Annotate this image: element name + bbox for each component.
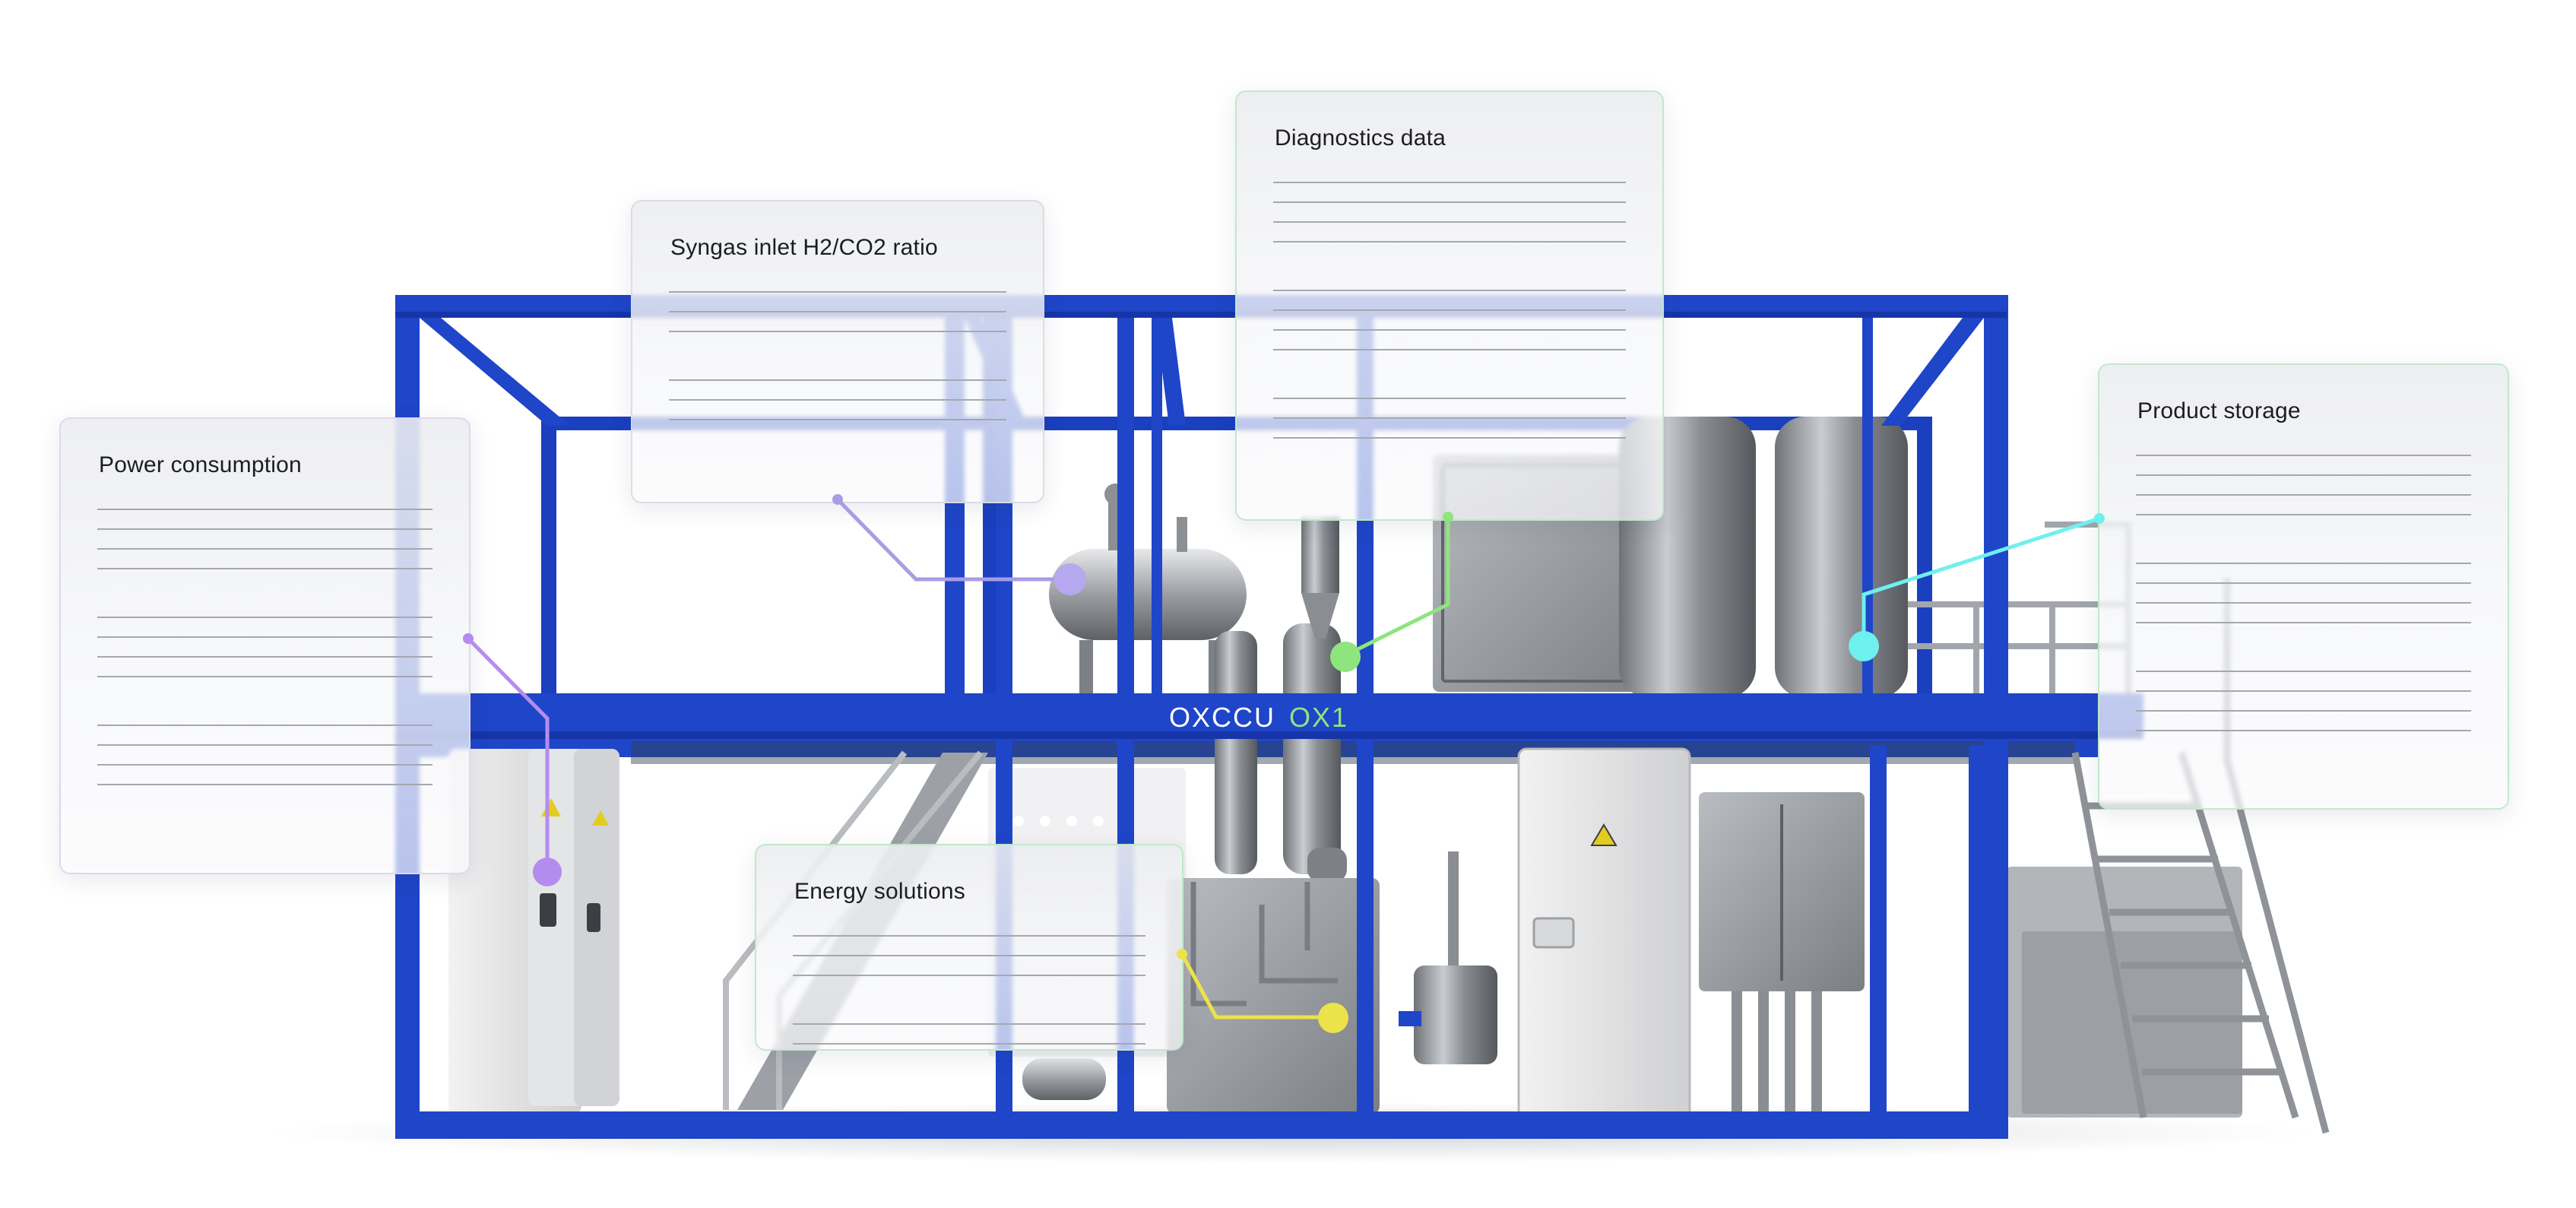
control-cabinet (1517, 747, 1691, 1119)
electrical-cabinets (448, 749, 619, 1114)
callout-title-syngas: Syngas inlet H2/CO2 ratio (670, 235, 938, 260)
upper-floor-mesh (631, 741, 2075, 764)
callout-title-storage: Product storage (2137, 398, 2301, 423)
brand-text: OXCCU (1169, 702, 1275, 733)
callout-text-lines (793, 935, 1145, 1063)
callout-title-diagnostics: Diagnostics data (1275, 125, 1446, 151)
frame-shading-mid (395, 731, 2143, 739)
reactor-columns (1215, 517, 1347, 882)
callout-card-storage[interactable]: Product storage (2098, 363, 2509, 810)
callout-card-syngas[interactable]: Syngas inlet H2/CO2 ratio (631, 200, 1044, 503)
callout-card-power[interactable]: Power consumption (59, 417, 471, 874)
callout-card-diagnostics[interactable]: Diagnostics data (1235, 90, 1664, 521)
callout-title-power: Power consumption (99, 452, 302, 477)
callout-text-lines (1273, 182, 1626, 457)
grey-cabinet (1699, 792, 1865, 1118)
model-text: OX1 (1289, 702, 1348, 733)
callout-text-lines (2136, 455, 2471, 750)
right-module (2007, 867, 2242, 1118)
callout-text-lines (97, 509, 433, 804)
callout-text-lines (669, 291, 1006, 439)
small-tank (1399, 851, 1497, 1064)
frame-shading-top (395, 312, 2007, 318)
callout-card-energy[interactable]: Energy solutions (755, 844, 1183, 1051)
upper-railing (1908, 522, 2131, 707)
callout-title-energy: Energy solutions (794, 879, 965, 904)
